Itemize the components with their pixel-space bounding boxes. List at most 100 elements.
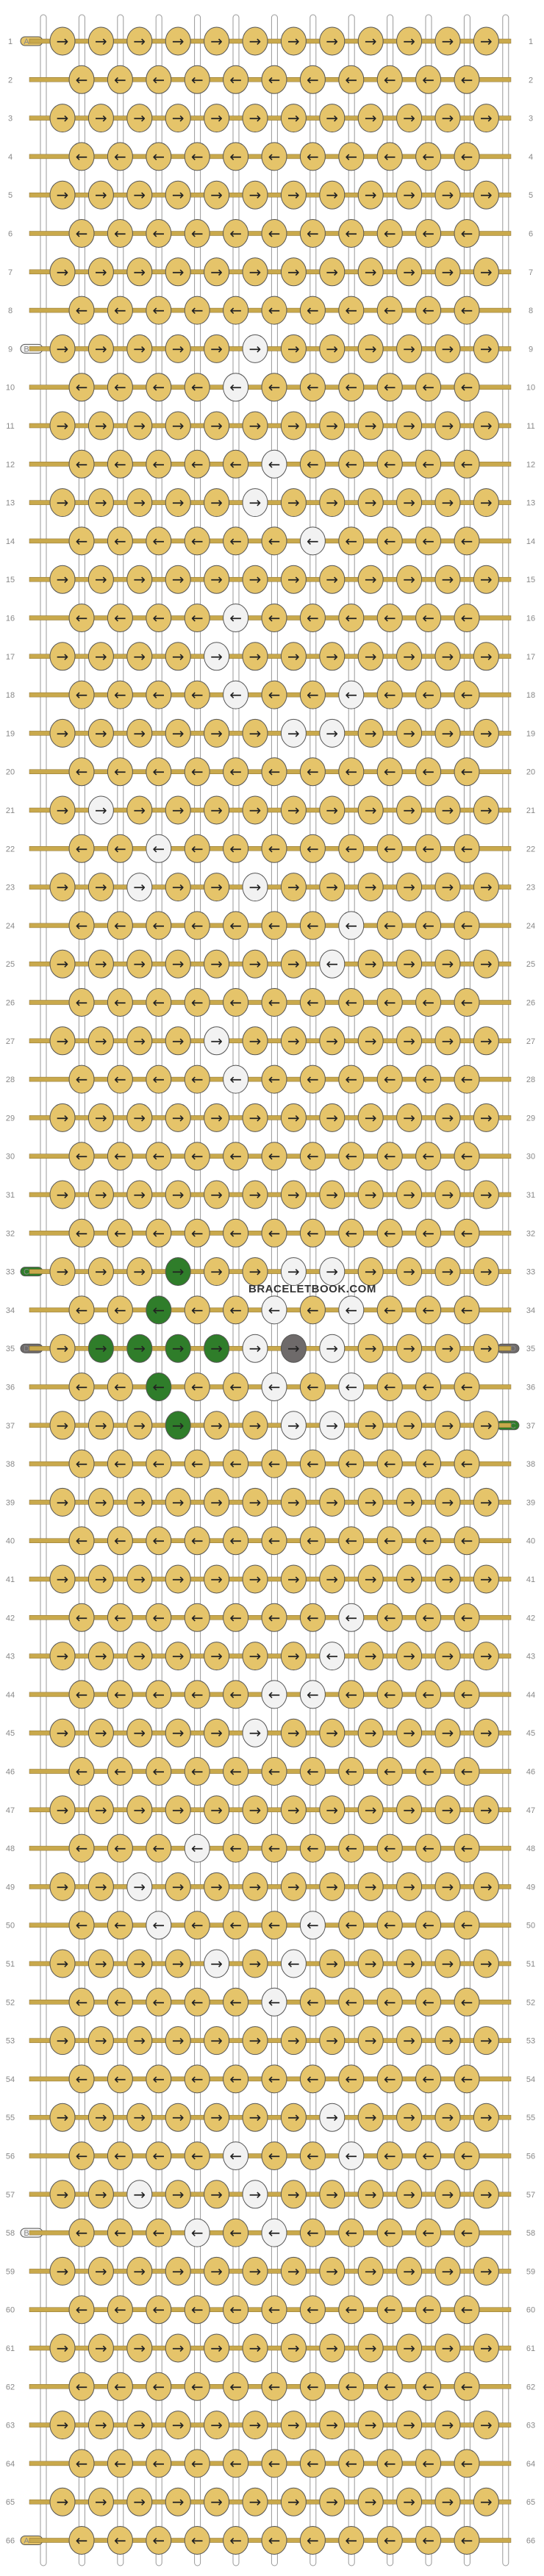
row-number-left: 6 <box>8 230 12 239</box>
knot <box>299 1373 326 1401</box>
knot-arrow: → <box>480 32 493 50</box>
knot-arrow: → <box>326 494 338 512</box>
knot-arrow: → <box>287 1417 300 1434</box>
knot <box>223 1142 249 1171</box>
row-number-left: 42 <box>6 1614 15 1622</box>
knot-arrow: ← <box>384 225 396 243</box>
row-connector <box>29 2499 512 2505</box>
knot-arrow: ← <box>345 71 357 88</box>
knot <box>165 642 191 671</box>
knot <box>357 642 384 671</box>
row-number-right: 29 <box>526 1114 535 1123</box>
knot-arrow: ← <box>461 1455 473 1473</box>
knot <box>280 1411 307 1440</box>
knot-arrow: ← <box>152 1148 165 1165</box>
knot-arrow: ← <box>229 379 242 396</box>
knot <box>357 873 384 902</box>
knot <box>376 1757 403 1786</box>
row-number-right: 52 <box>526 1998 535 2007</box>
knot <box>87 334 114 363</box>
knot-arrow: ← <box>191 225 204 243</box>
knot-arrow: → <box>480 1801 493 1819</box>
knot <box>415 757 442 787</box>
knot-arrow: ← <box>307 1070 319 1088</box>
row-number-right: 61 <box>526 2344 535 2353</box>
knot <box>184 1603 210 1632</box>
knot-arrow: → <box>287 570 300 588</box>
knot-arrow: ← <box>307 1993 319 2011</box>
knot <box>68 373 95 402</box>
knot <box>396 1642 423 1671</box>
knot-arrow: → <box>249 417 262 434</box>
knot-arrow: ← <box>307 2455 319 2472</box>
knot-arrow: ← <box>422 532 434 550</box>
left-string-tab-letter: A <box>24 2537 29 2546</box>
knot-arrow: → <box>133 2108 146 2126</box>
knot <box>107 1295 133 1325</box>
knot-arrow: → <box>133 955 146 973</box>
knot-arrow: → <box>95 340 107 357</box>
row-number-left: 66 <box>6 2537 15 2546</box>
knot <box>376 2449 403 2478</box>
knot-arrow: → <box>249 1801 262 1819</box>
row-number-right: 65 <box>526 2498 535 2507</box>
knot-arrow: ← <box>229 840 242 857</box>
knot-arrow: ← <box>422 1993 434 2011</box>
left-string-tab-letter: C <box>24 1268 29 1277</box>
row-number-right: 2 <box>529 76 533 85</box>
knot <box>376 1449 403 1478</box>
knot <box>454 1065 480 1094</box>
knot <box>434 1103 461 1132</box>
knot-arrow: → <box>210 186 223 204</box>
knot <box>184 1449 210 1478</box>
knot <box>338 2064 365 2094</box>
knot-arrow: ← <box>461 455 473 473</box>
knot <box>204 411 230 440</box>
knot <box>184 2142 210 2170</box>
knot-arrow: → <box>57 801 69 819</box>
row-connector <box>29 1884 512 1889</box>
knot <box>319 1642 346 1671</box>
row-number-right: 40 <box>526 1537 535 1546</box>
knot <box>415 2064 442 2094</box>
knot <box>357 1487 384 1517</box>
knot-arrow: → <box>287 1263 300 1281</box>
knot <box>338 1526 365 1556</box>
knot <box>165 2180 191 2209</box>
knot-arrow: ← <box>229 763 242 781</box>
row-number-right: 8 <box>529 307 533 315</box>
knot-arrow: ← <box>76 2301 88 2319</box>
knot <box>49 2487 76 2516</box>
knot-arrow: ← <box>422 2532 434 2550</box>
row-number-right: 25 <box>526 960 535 969</box>
knot <box>126 2411 153 2440</box>
knot <box>49 26 76 56</box>
row-connector <box>29 1269 512 1274</box>
knot-arrow: ← <box>461 1532 473 1550</box>
knot <box>299 2064 326 2094</box>
knot-arrow: ← <box>384 71 396 88</box>
row-connector <box>29 2269 512 2274</box>
knot <box>146 911 172 940</box>
knot <box>204 1949 230 1978</box>
knot <box>223 1911 249 1940</box>
knot <box>415 1911 442 1940</box>
knot <box>242 104 268 133</box>
row-number-right: 53 <box>526 2037 535 2046</box>
knot <box>357 180 384 210</box>
knot <box>242 2487 268 2516</box>
row-number-right: 63 <box>526 2422 535 2430</box>
row-number-left: 8 <box>8 307 12 315</box>
knot <box>473 2333 499 2363</box>
knot <box>396 26 423 56</box>
knot-arrow: ← <box>326 1647 338 1665</box>
knot-arrow: → <box>326 879 338 896</box>
knot-arrow: ← <box>152 1070 165 1088</box>
row-number-left: 47 <box>6 1806 15 1815</box>
row-number-right: 35 <box>526 1345 535 1353</box>
knot-arrow: → <box>442 2032 454 2050</box>
knot <box>396 949 423 978</box>
knot-arrow: ← <box>191 2378 204 2395</box>
knot <box>434 2411 461 2440</box>
knot-arrow: ← <box>307 301 319 319</box>
